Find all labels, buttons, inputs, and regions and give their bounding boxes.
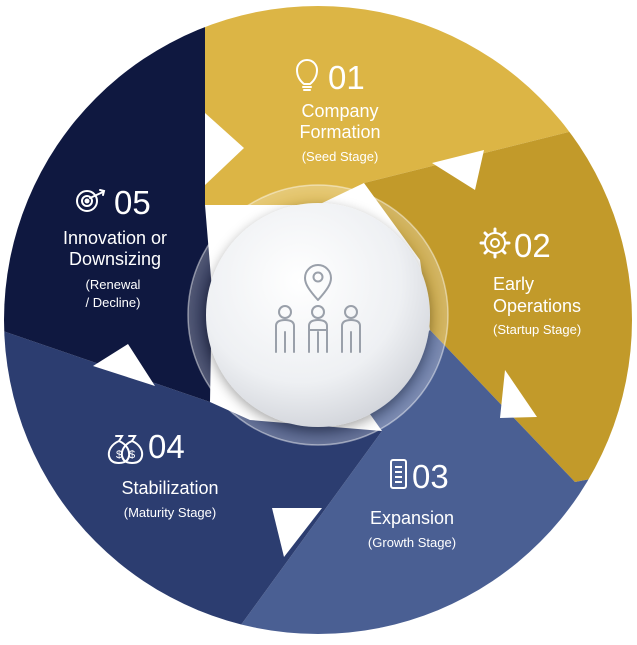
stage-title: Early [493,274,534,294]
stage-subtitle: (Growth Stage) [368,535,456,550]
stage-02: 02 Early Operations (Startup Stage) [479,227,581,337]
stage-05: 05 Innovation or Downsizing (Renewal / D… [63,184,167,310]
stage-number: 02 [514,227,551,264]
gear-icon [479,227,511,259]
stage-subtitle: (Maturity Stage) [124,505,216,520]
stage-subtitle: (Startup Stage) [493,322,581,337]
arrow-04-to-05 [93,344,155,386]
stage-title: Stabilization [121,478,218,498]
stage-title: Operations [493,296,581,316]
arrow-05-to-01 [205,113,244,185]
stage-title: Expansion [370,508,454,528]
stage-title: Innovation or [63,228,167,248]
stage-title: Formation [299,122,380,142]
svg-text:$: $ [116,449,122,461]
target-icon [76,189,106,212]
stage-number: 03 [412,458,449,495]
arrow-02-to-03 [500,370,537,418]
stage-number: 04 [148,428,185,465]
team-location-pin-icon [275,264,361,353]
stage-subtitle: / Decline) [86,295,141,310]
stage-03: 03 Expansion (Growth Stage) [368,458,456,550]
stage-number: 01 [328,59,365,96]
money-bags-icon: $ $ [107,435,144,465]
stage-title: Downsizing [69,249,161,269]
svg-text:$: $ [129,449,135,461]
segment-02 [364,115,632,482]
stage-subtitle: (Seed Stage) [302,149,379,164]
center-hub [187,184,449,446]
stage-title: Company [301,101,378,121]
stage-number: 05 [114,184,151,221]
document-icon [390,459,407,489]
stage-01: 01 Company Formation (Seed Stage) [295,59,381,164]
stage-subtitle: (Renewal [86,277,141,292]
lightbulb-icon [295,59,319,91]
stage-04: $ $ 04 Stabilization (Maturity Stage) [107,428,219,520]
arrow-03-to-04 [272,508,322,557]
arrow-01-to-02 [432,150,484,190]
